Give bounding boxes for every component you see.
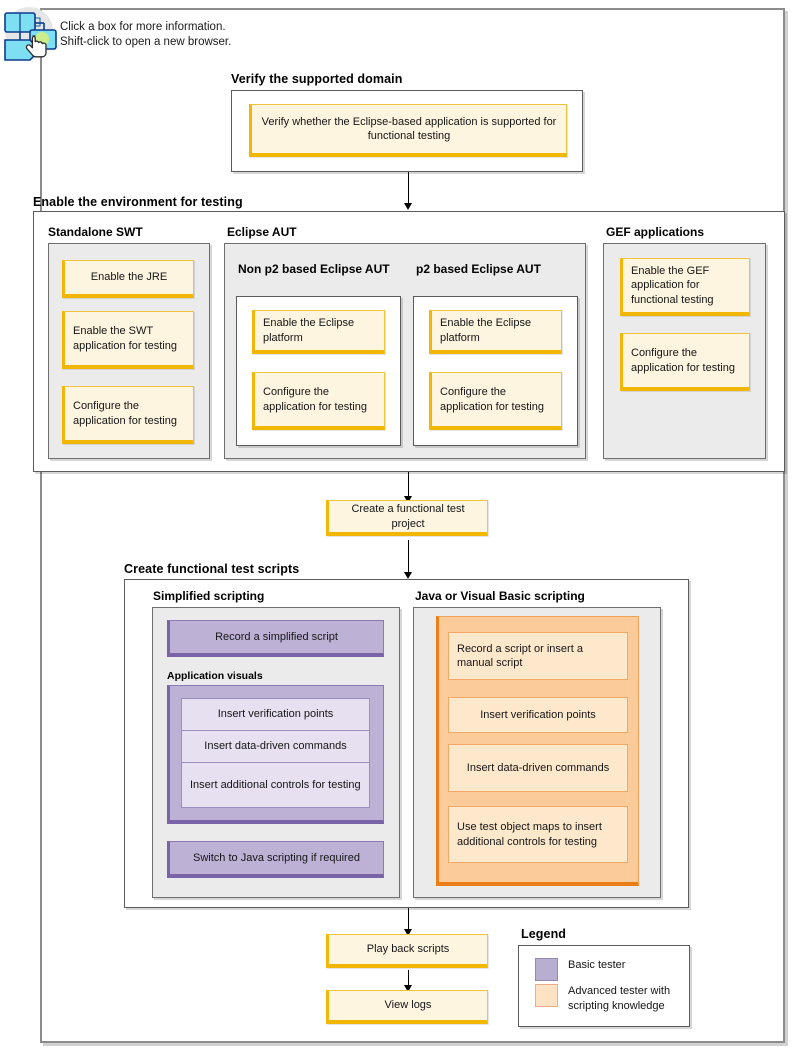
- node-view-logs[interactable]: View logs: [326, 990, 488, 1024]
- arrow-scripts-to-playback-head: [404, 929, 412, 936]
- legend-item-basic-tester: Basic tester: [535, 958, 681, 981]
- node-label: Insert verification points: [217, 708, 334, 721]
- legend-label: Advanced tester with scripting knowledge: [568, 985, 671, 1012]
- node-configure-application-nonp2[interactable]: Configure the application for testing: [252, 372, 385, 430]
- node-insert-verification-points-simplified[interactable]: Insert verification points: [181, 698, 370, 731]
- node-record-simplified-script[interactable]: Record a simplified script: [167, 620, 384, 657]
- legend-box: Basic tester Advanced tester with script…: [518, 945, 690, 1027]
- node-label: Configure the application for testing: [263, 386, 367, 413]
- arrow-playback-to-viewlogs-head: [404, 985, 412, 992]
- standalone-swt-title: Standalone SWT: [48, 225, 143, 239]
- node-label: Insert verification points: [480, 708, 596, 721]
- node-label: View logs: [384, 999, 432, 1012]
- legend-label: Basic tester: [568, 959, 626, 971]
- node-label: Configure the application for testing: [631, 347, 735, 374]
- node-label: Enable the JRE: [90, 271, 168, 284]
- advanced-tester-swatch: [535, 984, 558, 1007]
- hint-text: Click a box for more information. Shift-…: [60, 20, 340, 50]
- node-label: Use test object maps to insert additiona…: [457, 821, 602, 848]
- legend-title: Legend: [521, 927, 567, 941]
- node-enable-jre[interactable]: Enable the JRE: [62, 260, 194, 298]
- node-insert-data-driven-commands-java[interactable]: Insert data-driven commands: [448, 744, 628, 792]
- node-label: Configure the application for testing: [440, 386, 544, 413]
- eclipse-aut-title: Eclipse AUT: [227, 225, 297, 239]
- node-create-functional-test-project[interactable]: Create a functional test project: [326, 500, 488, 536]
- arrow-project-to-scripts-head: [404, 572, 412, 579]
- node-label: Enable the SWT application for testing: [73, 325, 177, 352]
- simplified-scripting-title: Simplified scripting: [153, 589, 265, 603]
- node-enable-swt-application[interactable]: Enable the SWT application for testing: [62, 311, 194, 369]
- hint-line-2: Shift-click to open a new browser.: [60, 36, 232, 48]
- node-play-back-scripts[interactable]: Play back scripts: [326, 934, 488, 968]
- node-label: Enable the Eclipse platform: [263, 317, 355, 344]
- node-label: Switch to Java scripting if required: [193, 851, 360, 864]
- arrow-scripts-to-playback-line: [407, 908, 410, 932]
- node-insert-additional-controls-simplified[interactable]: Insert additional controls for testing: [181, 762, 370, 808]
- node-configure-application-p2[interactable]: Configure the application for testing: [429, 372, 562, 430]
- node-use-test-object-maps[interactable]: Use test object maps to insert additiona…: [448, 806, 628, 863]
- hint-line-1: Click a box for more information.: [60, 21, 226, 33]
- flowchart-cursor-icon: [2, 4, 60, 62]
- node-label: Verify whether the Eclipse-based applica…: [261, 115, 557, 143]
- node-label: Enable the Eclipse platform: [440, 317, 532, 344]
- verify-section-title: Verify the supported domain: [231, 72, 403, 86]
- java-vb-scripting-title: Java or Visual Basic scripting: [415, 589, 585, 603]
- node-enable-eclipse-platform-nonp2[interactable]: Enable the Eclipse platform: [252, 310, 385, 354]
- node-label: Create a functional test project: [351, 503, 465, 530]
- arrow-enable-to-project-line: [407, 472, 410, 499]
- legend-item-advanced-tester: Advanced tester with scripting knowledge: [535, 984, 681, 1013]
- enable-section-title: Enable the environment for testing: [33, 195, 243, 209]
- arrow-verify-to-enable-line: [407, 172, 410, 205]
- arrow-verify-to-enable-head: [404, 203, 412, 210]
- arrow-playback-to-viewlogs-line: [407, 970, 410, 988]
- node-enable-gef-application[interactable]: Enable the GEF application for functiona…: [620, 258, 750, 316]
- node-label: Insert additional controls for testing: [190, 778, 361, 791]
- gef-applications-title: GEF applications: [606, 225, 705, 239]
- node-label: Record a script or insert a manual scrip…: [457, 642, 583, 670]
- arrow-enable-to-project-head: [404, 496, 412, 503]
- node-switch-to-java-scripting[interactable]: Switch to Java scripting if required: [167, 841, 384, 878]
- node-label: Record a simplified script: [215, 630, 338, 643]
- node-label: Enable the GEF application for functiona…: [631, 264, 714, 306]
- node-label: Play back scripts: [366, 943, 450, 956]
- node-label: Configure the application for testing: [73, 400, 177, 427]
- arrow-project-to-scripts-line: [407, 540, 410, 575]
- node-insert-data-driven-commands-simplified[interactable]: Insert data-driven commands: [181, 730, 370, 763]
- node-configure-application-gef[interactable]: Configure the application for testing: [620, 333, 750, 391]
- node-insert-verification-points-java[interactable]: Insert verification points: [448, 697, 628, 733]
- node-enable-eclipse-platform-p2[interactable]: Enable the Eclipse platform: [429, 310, 562, 354]
- p2-eclipse-aut-title: p2 based Eclipse AUT: [416, 262, 541, 276]
- basic-tester-swatch: [535, 958, 558, 981]
- node-verify-supported-domain[interactable]: Verify whether the Eclipse-based applica…: [249, 104, 567, 157]
- node-configure-application-swt[interactable]: Configure the application for testing: [62, 386, 194, 444]
- node-label: Insert data-driven commands: [204, 740, 347, 753]
- create-scripts-section-title: Create functional test scripts: [124, 562, 300, 576]
- node-label: Insert data-driven commands: [466, 761, 610, 774]
- application-visuals-title: Application visuals: [167, 670, 263, 682]
- node-record-or-insert-manual-script[interactable]: Record a script or insert a manual scrip…: [448, 632, 628, 680]
- non-p2-eclipse-aut-title: Non p2 based Eclipse AUT: [238, 262, 390, 276]
